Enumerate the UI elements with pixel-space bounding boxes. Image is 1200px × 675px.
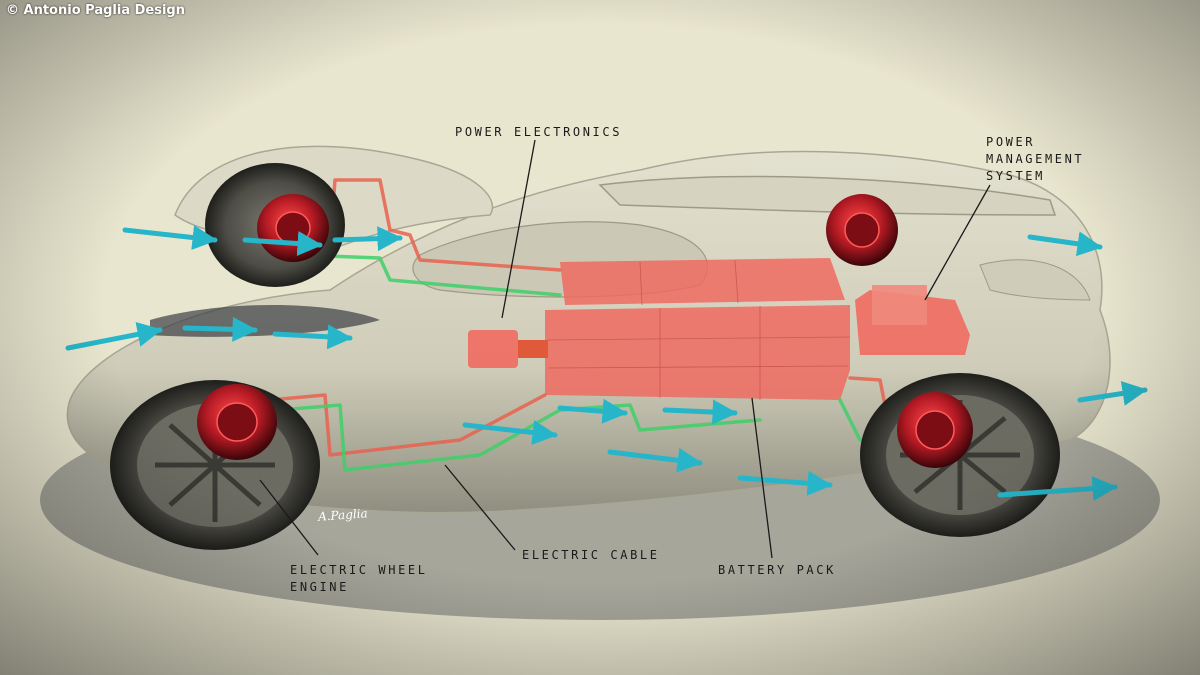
credit-text: © Antonio Paglia Design [6,3,185,18]
label-power-management-system: POWER MANAGEMENT SYSTEM [986,135,1085,183]
label-battery-pack: BATTERY PACK [718,563,836,577]
label-power-electronics: POWER ELECTRONICS [455,125,623,139]
label-electric-cable: ELECTRIC CABLE [522,548,660,562]
label-electric-wheel-engine: ELECTRIC WHEEL ENGINE [290,563,428,594]
